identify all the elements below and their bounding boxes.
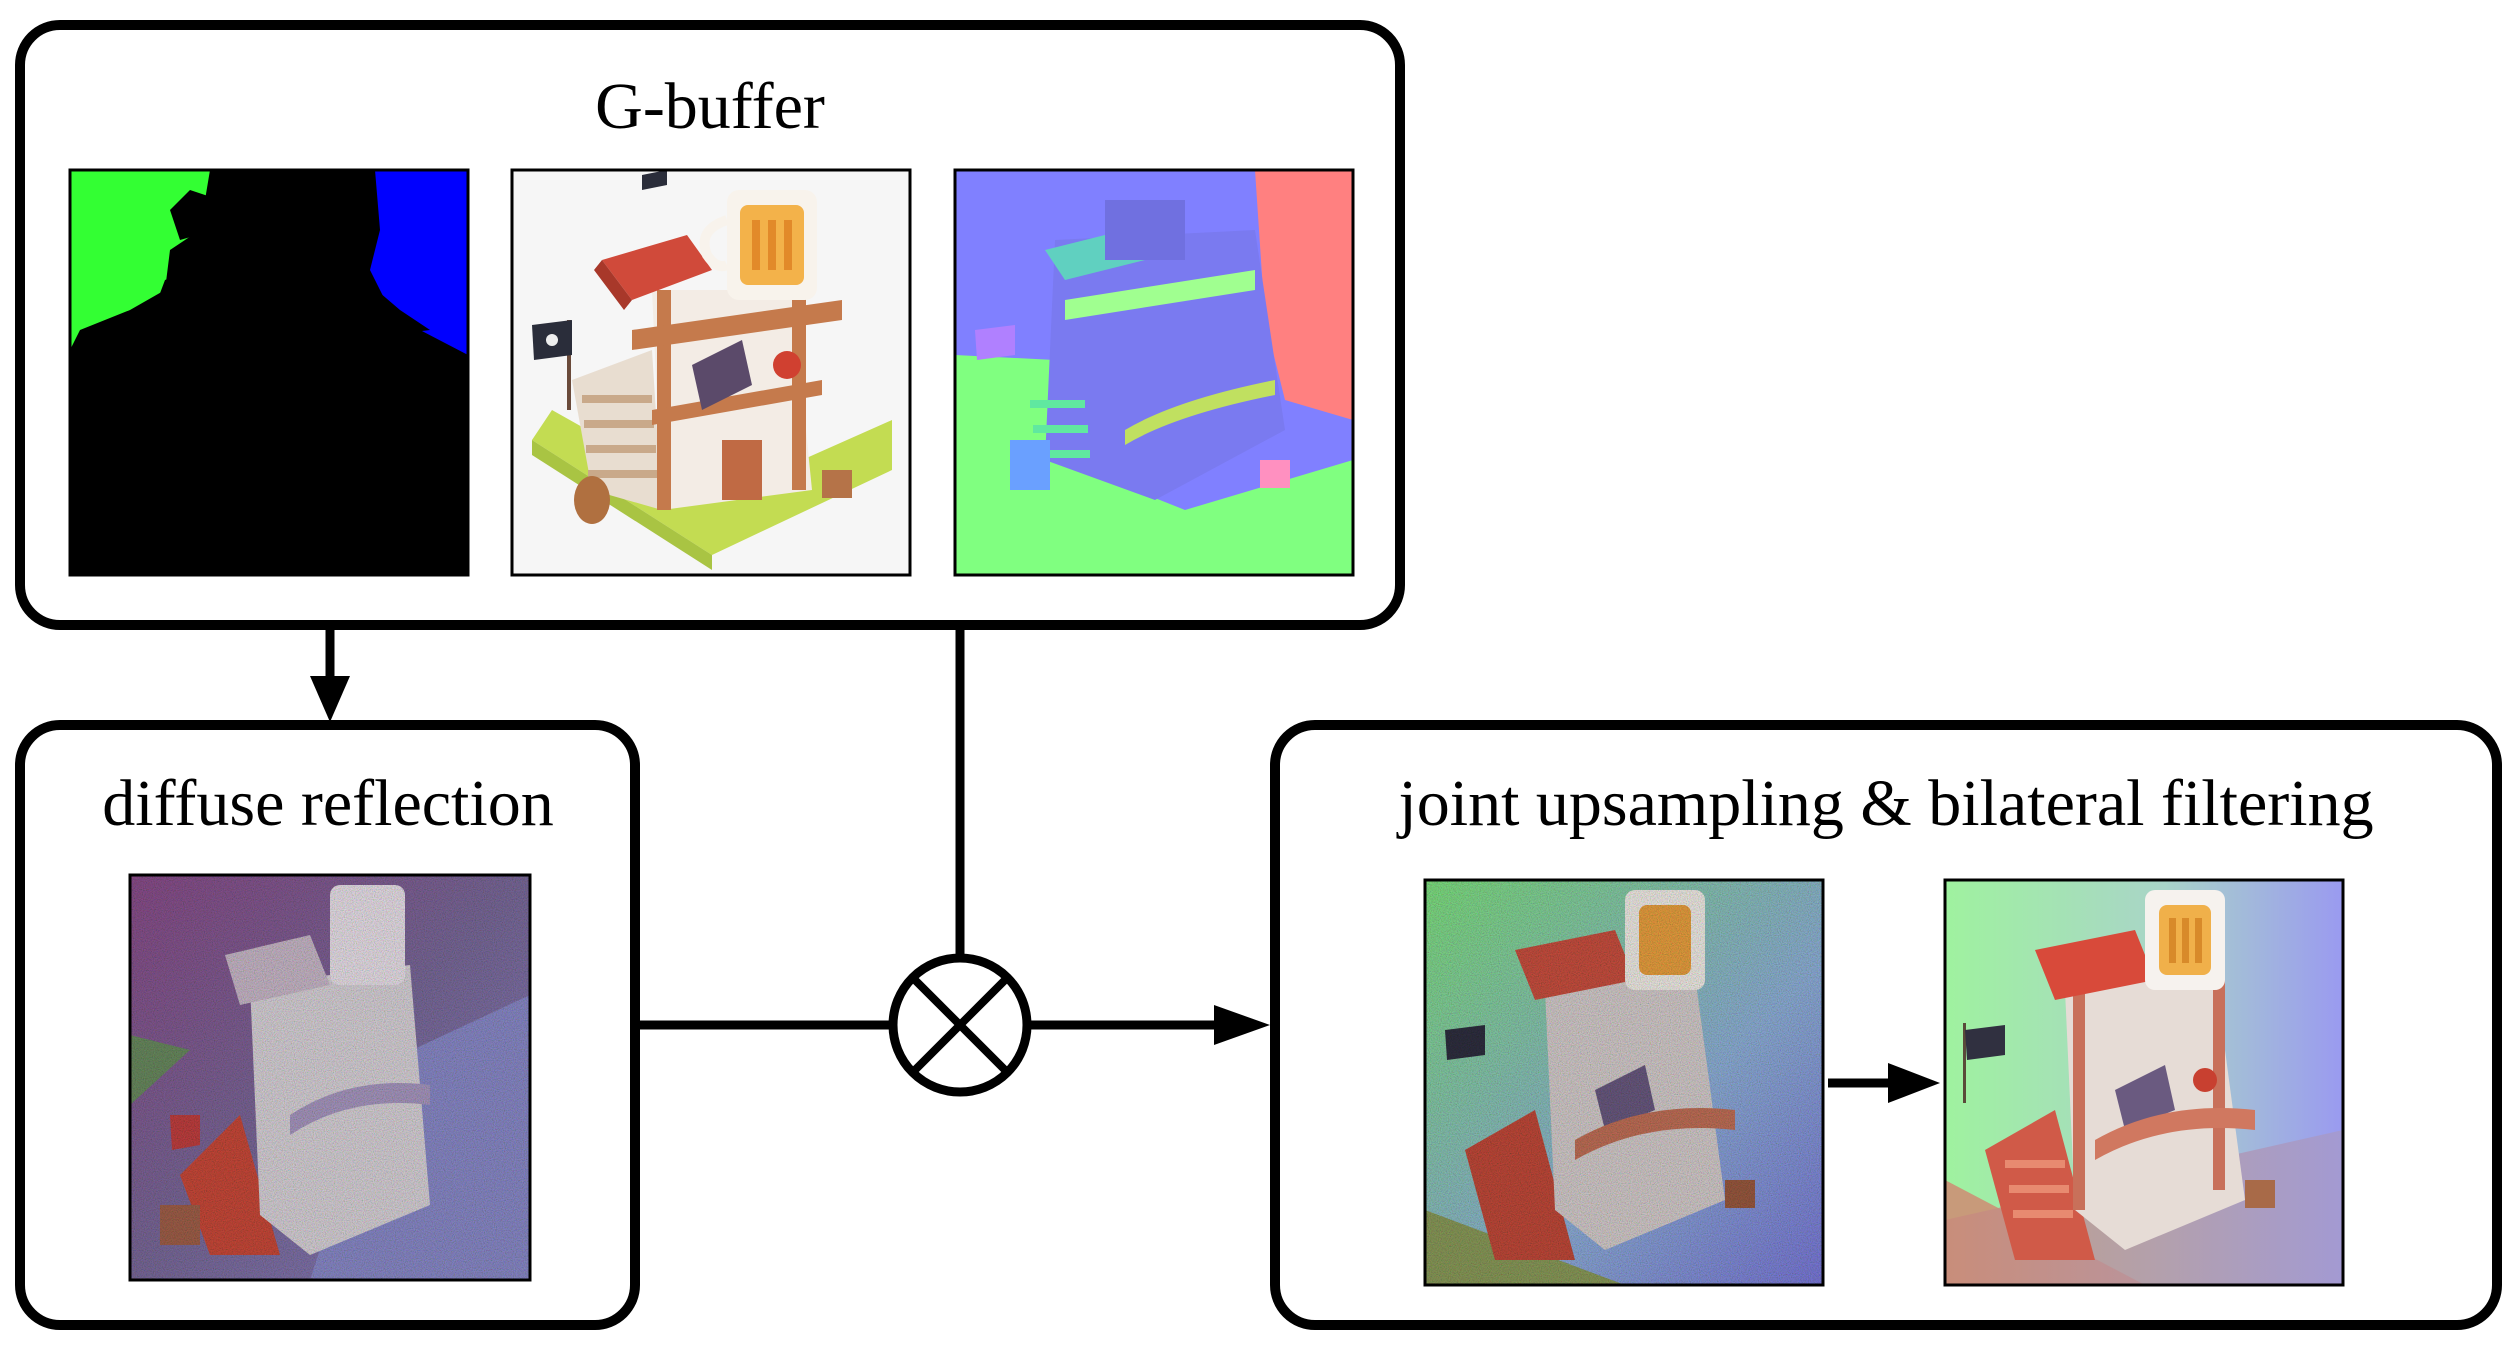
diffuse-box: diffuse reflection <box>15 720 640 1330</box>
mask-image <box>68 168 470 577</box>
normal-image <box>953 168 1355 577</box>
multiply-to-filter-arrow <box>1030 1005 1270 1045</box>
filter-box: joint upsampling & bilateral filtering <box>1270 720 2502 1330</box>
multiply-operator <box>888 953 1032 1097</box>
diffuse-render-image <box>128 873 532 1282</box>
gbuffer-box: G-buffer <box>15 20 1405 630</box>
gbuffer-to-diffuse-arrow <box>310 630 350 722</box>
albedo-image <box>510 168 912 577</box>
filter-title: joint upsampling & bilateral filtering <box>1396 767 2373 840</box>
diffuse-title: diffuse reflection <box>102 767 553 840</box>
gbuffer-title: G-buffer <box>595 70 825 143</box>
filtered-render-image <box>1943 878 2345 1287</box>
noisy-render-image <box>1423 878 1825 1287</box>
refine-arrow <box>1828 1063 1940 1103</box>
